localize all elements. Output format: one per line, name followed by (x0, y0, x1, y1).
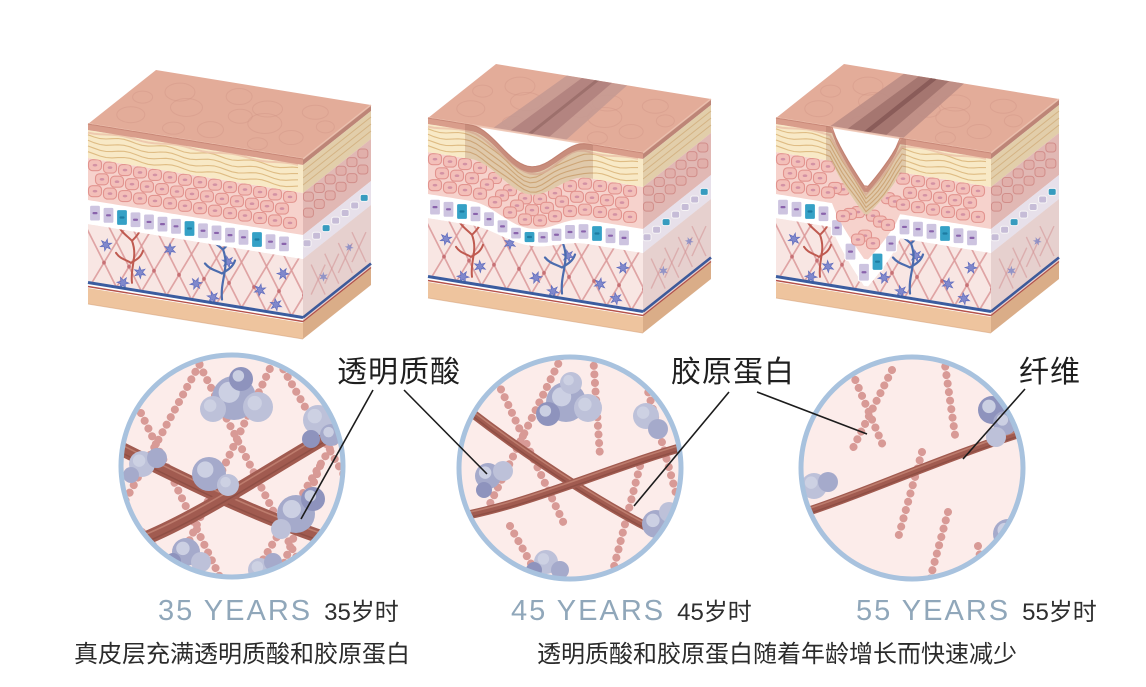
age-45-years-zh: 45岁时 (677, 599, 752, 626)
age-row-35: 35 YEARS 35岁时 (158, 592, 399, 628)
label-collagen: 胶原蛋白 (671, 356, 795, 389)
age-35-years-zh: 35岁时 (324, 599, 399, 626)
age-35-years-en: 35 YEARS (158, 595, 313, 627)
age-55-years-en: 55 YEARS (856, 595, 1011, 627)
magnifier-dermis-45 (456, 354, 684, 582)
skin-block-35-years (87, 70, 372, 340)
magnifier-dermis-55 (798, 354, 1026, 582)
magnifier-dermis-35 (118, 352, 346, 580)
age-row-45: 45 YEARS 45岁时 (511, 592, 752, 628)
age-row-55: 55 YEARS 55岁时 (856, 592, 1097, 628)
age-45-years-en: 45 YEARS (511, 595, 666, 627)
label-hyaluronic-acid: 透明质酸 (337, 356, 461, 389)
caption-aging-skin: 透明质酸和胶原蛋白随着年龄增长而快速减少 (537, 641, 1017, 668)
caption-young-skin: 真皮层充满透明质酸和胶原蛋白 (74, 641, 410, 668)
skin-block-45-years (427, 64, 712, 334)
label-fiber: 纤维 (1019, 356, 1081, 389)
age-55-years-zh: 55岁时 (1022, 599, 1097, 626)
skin-block-55-years (775, 64, 1060, 334)
